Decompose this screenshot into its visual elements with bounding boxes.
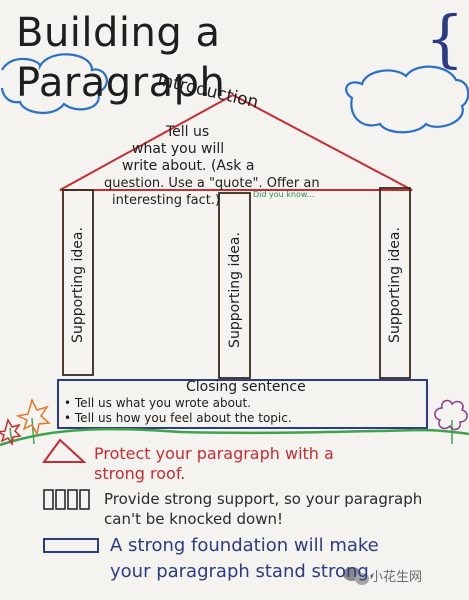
foundation-title: Closing sentence: [186, 379, 306, 395]
legend-foundation-line: your paragraph stand strong.: [110, 561, 375, 582]
legend-pillars-line: can't be knocked down!: [104, 510, 284, 528]
pillar-label: Supporting idea.: [66, 200, 90, 370]
legend-foundation-line: A strong foundation will make: [110, 535, 379, 556]
pillar-label-text: Supporting idea.: [387, 227, 403, 343]
rectangle-icon: [43, 538, 99, 553]
pillar-label-text: Supporting idea.: [227, 232, 243, 348]
foundation-rect: [57, 379, 428, 429]
roof-line: write about. (Ask a: [122, 158, 255, 174]
pillar-label: Supporting idea.: [223, 205, 247, 375]
wechat-icon: [343, 567, 369, 585]
triangle-icon: [42, 438, 87, 463]
grass-line: [0, 427, 469, 447]
roof-line: question. Use a "quote". Offer an: [104, 176, 320, 191]
roof-title: Tell us: [166, 124, 210, 140]
pillar-label: Supporting idea.: [383, 200, 407, 370]
roof-triangle: [59, 93, 413, 191]
cloud-icon: [0, 53, 108, 114]
pillar: [218, 192, 251, 379]
page-title: Building a Paragraph: [16, 10, 226, 106]
watermark-text: 小花生网: [370, 570, 423, 585]
pillar-label-text: Supporting idea.: [70, 227, 86, 343]
flower-icon: [434, 399, 468, 444]
roof-note: Did you know...: [253, 190, 315, 199]
brace-decoration: {: [425, 2, 465, 75]
cloud-icon: [345, 65, 469, 134]
roof-line: interesting fact.): [112, 193, 221, 208]
pillars-icon: [43, 489, 90, 510]
legend-roof-line: Protect your paragraph with a: [94, 444, 334, 463]
legend-pillars-line: Provide strong support, so your paragrap…: [104, 490, 423, 508]
flower-icon: [0, 397, 51, 447]
foundation-line: • Tell us how you feel about the topic.: [64, 411, 292, 425]
legend-roof-line: strong roof.: [94, 464, 186, 483]
foundation-line: • Tell us what you wrote about.: [64, 396, 252, 410]
pillar: [379, 187, 411, 379]
roof-line: what you will: [132, 141, 225, 157]
pillar: [62, 189, 94, 376]
